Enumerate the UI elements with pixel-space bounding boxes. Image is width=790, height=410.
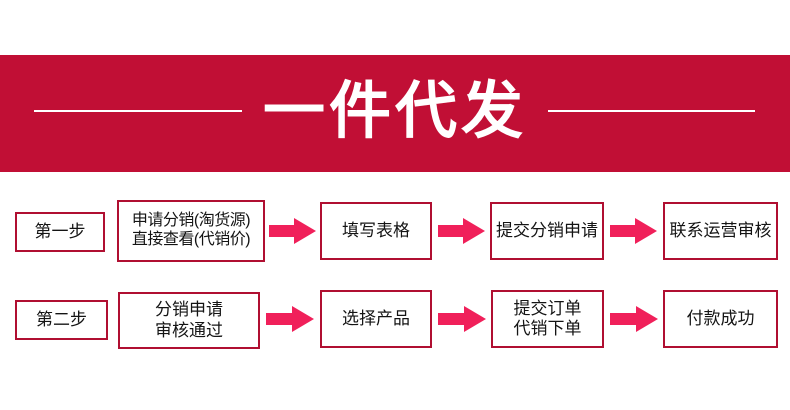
flow-node-row2-step3[interactable]: 提交订单 代销下单	[491, 290, 604, 348]
flow-arrow-row2-2	[438, 306, 486, 332]
flow-arrow-row1-1	[269, 218, 316, 244]
flow-arrow-row2-3	[610, 306, 658, 332]
flow-node-row2-step2[interactable]: 选择产品	[320, 290, 432, 348]
flowchart: 第一步 申请分销(淘货源) 直接查看(代销价) 填写表格 提交分销申请 联系运营…	[0, 172, 790, 410]
header-banner: 一件代发	[0, 55, 790, 172]
flow-arrow-row2-1	[266, 306, 314, 332]
flow-node-row2-step4[interactable]: 付款成功	[663, 290, 778, 348]
banner-rule-right	[548, 110, 755, 112]
flow-node-row1-step1[interactable]: 申请分销(淘货源) 直接查看(代销价)	[117, 200, 265, 262]
step-label-row2: 第二步	[15, 300, 108, 340]
flow-node-row2-step1[interactable]: 分销申请 审核通过	[118, 292, 260, 349]
flow-node-row1-step2[interactable]: 填写表格	[320, 202, 432, 260]
flow-node-row1-step4[interactable]: 联系运营审核	[663, 202, 778, 260]
flow-arrow-row1-3	[610, 218, 657, 244]
page-title: 一件代发	[262, 76, 527, 146]
step-label-row1: 第一步	[15, 212, 105, 252]
banner-rule-left	[34, 110, 242, 112]
flow-arrow-row1-2	[438, 218, 485, 244]
flow-node-row1-step3[interactable]: 提交分销申请	[490, 202, 604, 260]
